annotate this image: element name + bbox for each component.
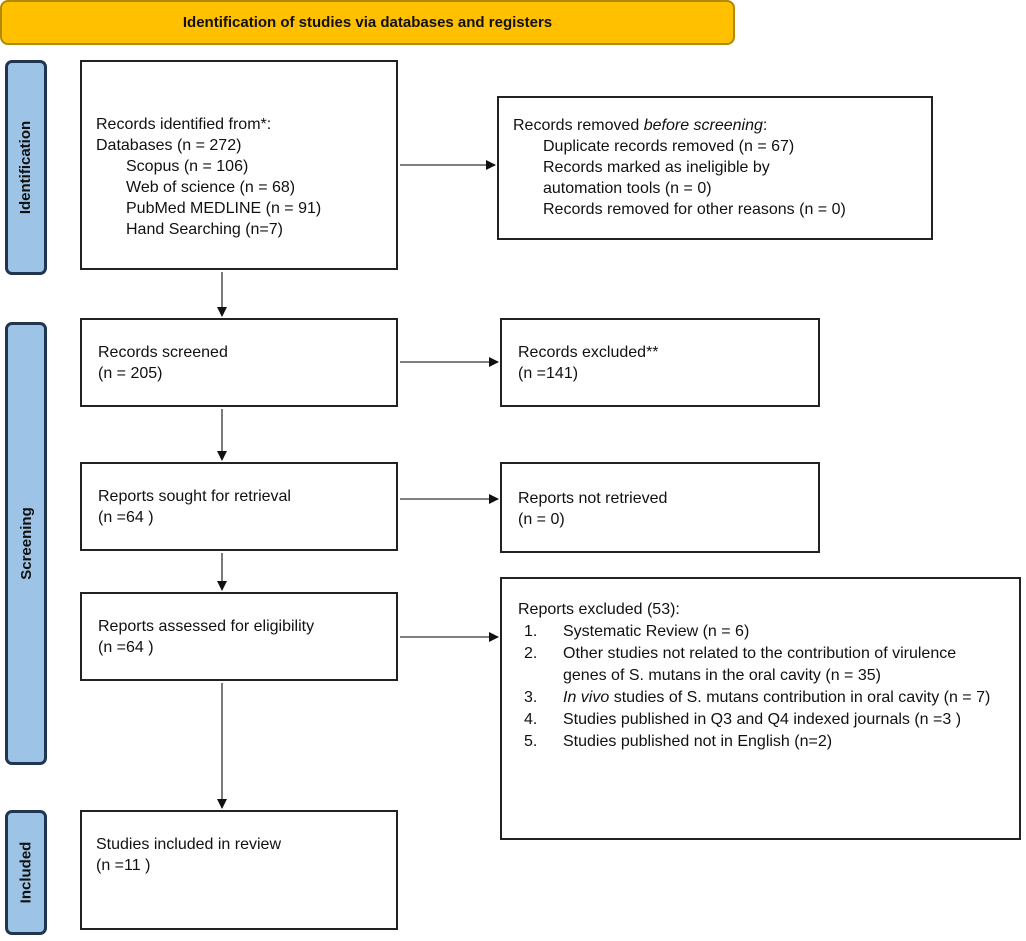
text-line: (n =64 ) <box>98 639 154 656</box>
text-line: Records removed before screening: <box>513 115 921 136</box>
list-item: 5. Studies published not in English (n=2) <box>518 731 1015 753</box>
phase-screening: Screening <box>5 322 47 765</box>
text-line: Reports not retrieved <box>518 490 668 507</box>
text-line: Records screened <box>98 344 228 361</box>
text-line: Reports sought for retrieval <box>98 488 291 505</box>
banner-text: Identification of studies via databases … <box>182 14 553 31</box>
text-line: Duplicate records removed (n = 67) <box>543 138 795 155</box>
reports-not-retrieved-box: Reports not retrieved (n = 0) <box>500 462 820 553</box>
text-line: Records removed for other reasons (n = 0… <box>543 201 846 218</box>
text-line: Hand Searching (n=7) <box>126 221 283 238</box>
text-line: (n =141) <box>518 365 579 382</box>
item-number: 3. <box>524 689 538 706</box>
text-line: Databases (n = 272) <box>96 137 242 154</box>
text-line: Studies included in review <box>96 836 281 853</box>
text-line: (n =64 ) <box>98 509 154 526</box>
records-removed-box: Records removed before screening: Duplic… <box>497 96 933 240</box>
item-text: Other studies not related to the contrib… <box>563 645 957 684</box>
text-line: (n = 0) <box>518 511 565 528</box>
item-text: Studies published not in English (n=2) <box>563 733 833 750</box>
banner-title: Identification of studies via databases … <box>0 0 735 45</box>
list-item: 3. In vivo studies of S. mutans contribut… <box>518 687 1015 709</box>
phase-identification: Identification <box>5 60 47 275</box>
list-item: 1. Systematic Review (n = 6) <box>518 621 1015 643</box>
item-text: Systematic Review (n = 6) <box>563 623 750 640</box>
text: : <box>762 117 768 134</box>
item-number: 4. <box>524 711 538 728</box>
item-number: 2. <box>524 645 538 662</box>
records-identified-box: Records identified from*: Databases (n =… <box>80 60 398 270</box>
text-line: PubMed MEDLINE (n = 91) <box>126 200 322 217</box>
text: before screening <box>643 117 763 134</box>
list-item: 2. Other studies not related to the contr… <box>518 643 1015 687</box>
text-line: Records marked as ineligible by automati… <box>543 159 770 197</box>
text-line: (n = 205) <box>98 365 163 382</box>
text-line: Reports assessed for eligibility <box>98 618 315 635</box>
text: studies of S. mutans contribution in ora… <box>609 689 991 706</box>
text: Records removed <box>513 117 644 134</box>
text-line: Scopus (n = 106) <box>126 158 249 175</box>
text-line: (n =11 ) <box>96 857 151 874</box>
studies-included-box: Studies included in review (n =11 ) <box>80 810 398 930</box>
text-line: Records excluded** <box>518 344 659 361</box>
item-text: Studies published in Q3 and Q4 indexed j… <box>563 711 962 728</box>
records-excluded-box: Records excluded** (n =141) <box>500 318 820 407</box>
reports-sought-box: Reports sought for retrieval (n =64 ) <box>80 462 398 551</box>
italic-text: In vivo <box>563 689 610 706</box>
reports-assessed-box: Reports assessed for eligibility (n =64 ) <box>80 592 398 681</box>
text-line: Reports excluded (53): <box>518 601 680 618</box>
list-item: 4. Studies published in Q3 and Q4 indexed… <box>518 709 1015 731</box>
item-number: 5. <box>524 733 538 750</box>
item-number: 1. <box>524 623 538 640</box>
text-line: Records identified from*: <box>96 116 272 133</box>
records-screened-box: Records screened (n = 205) <box>80 318 398 407</box>
phase-included: Included <box>5 810 47 935</box>
text-line: Web of science (n = 68) <box>126 179 296 196</box>
reports-excluded-box: Reports excluded (53): 1. Systematic Revi… <box>500 577 1021 840</box>
item-text: In vivo studies of S. mutans contributio… <box>563 687 1015 709</box>
